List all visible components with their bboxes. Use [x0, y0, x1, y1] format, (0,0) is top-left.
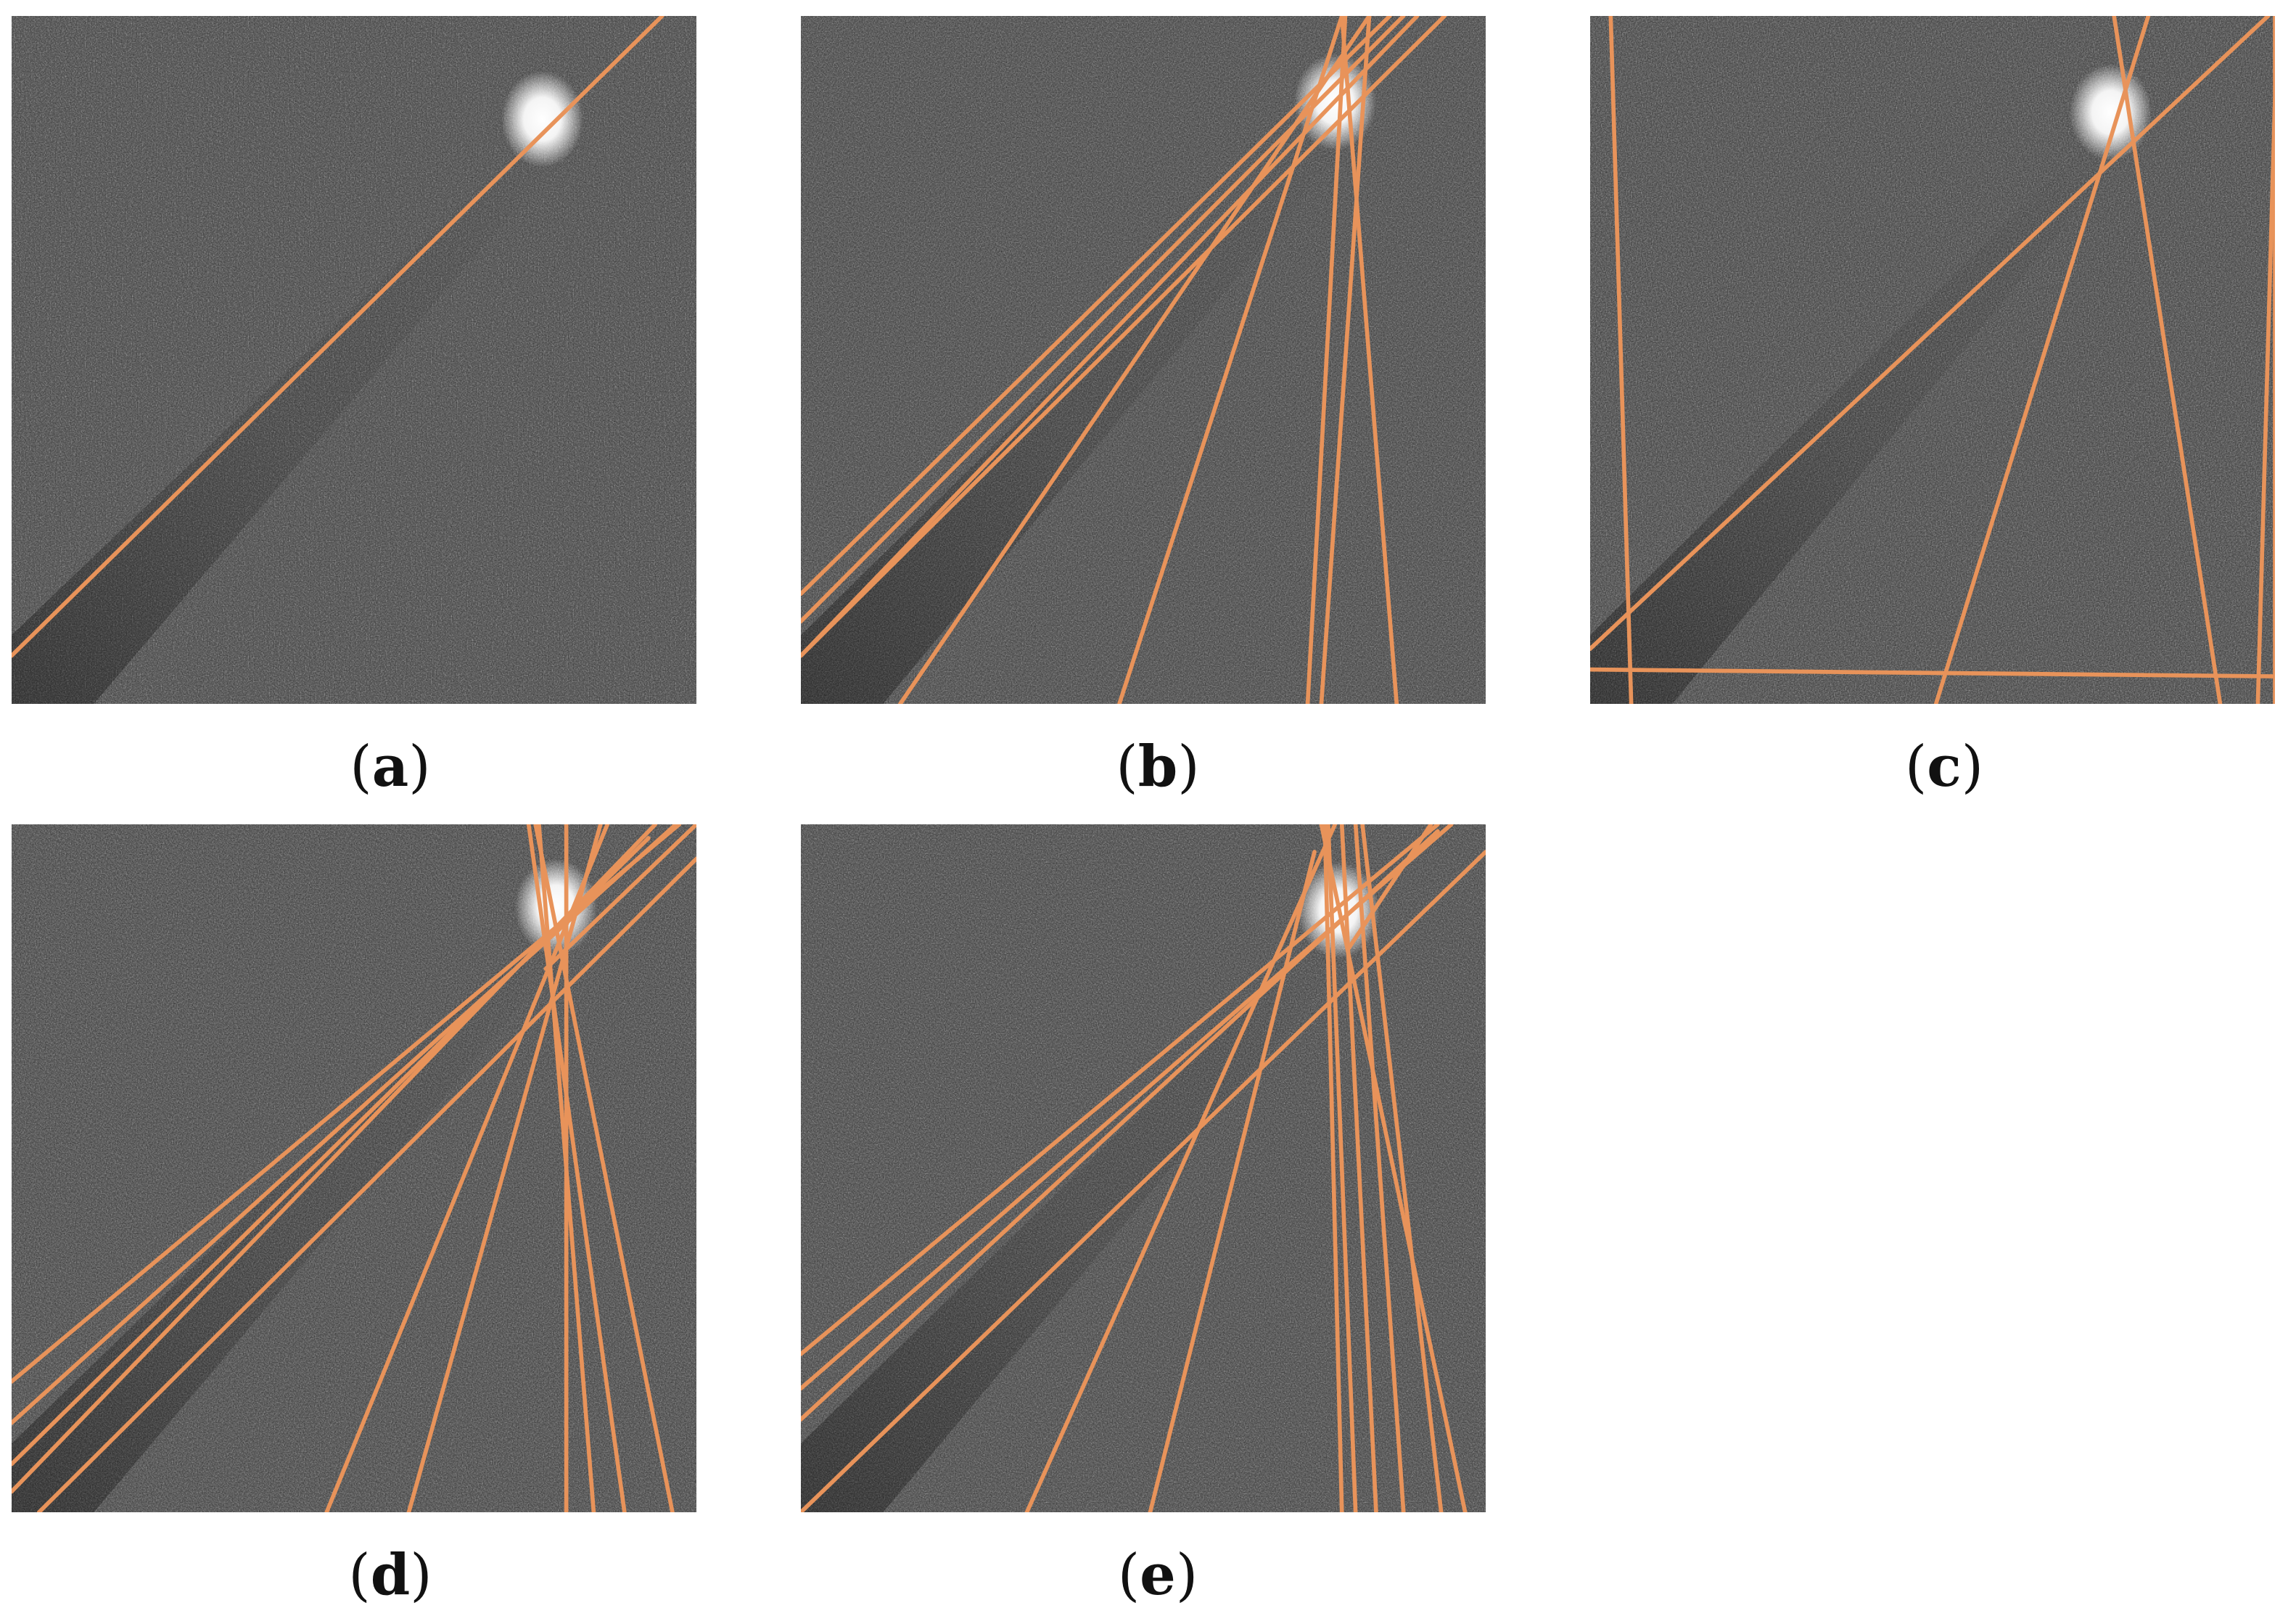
detected-line-7 [2255, 96, 2275, 704]
detected-line-2 [801, 16, 1420, 658]
panel-d-canvas [12, 824, 696, 1512]
ship-target [2069, 64, 2152, 161]
ship-wake [12, 147, 556, 704]
detected-line-1 [12, 16, 664, 658]
detected-line-6 [1305, 16, 1348, 704]
detected-line-3 [801, 16, 1447, 658]
panel-a-canvas [12, 16, 696, 704]
caption-d: (d) [348, 1542, 432, 1608]
image-panel-e [801, 824, 1486, 1512]
detected-line-13 [801, 824, 1454, 1391]
ship-wake [12, 934, 570, 1512]
ship-wake [801, 938, 1352, 1512]
detected-line-4 [1024, 824, 1338, 1512]
detected-line-5 [1148, 850, 1317, 1512]
detected-line-11 [1319, 824, 1468, 1512]
detected-line-12 [537, 824, 596, 1512]
detected-line-3 [801, 850, 1486, 1512]
detected-line-4 [1933, 16, 2151, 704]
detected-line-5 [1117, 16, 1344, 704]
caption-a: (a) [350, 734, 431, 800]
detected-line-6 [1322, 824, 1344, 1512]
detected-line-9 [533, 824, 675, 1512]
detected-line-10 [543, 824, 696, 971]
image-panel-b [801, 16, 1486, 704]
detected-line-4 [36, 856, 696, 1512]
caption-e: (e) [1117, 1542, 1198, 1608]
detected-line-2 [1608, 16, 1634, 704]
image-panel-a [12, 16, 696, 704]
detected-line-5 [2112, 16, 2223, 704]
ship-wake [801, 129, 1349, 704]
detected-line-3 [1590, 667, 2275, 678]
detected-line-8 [1339, 16, 1399, 704]
detected-line-1 [801, 16, 1392, 596]
panel-b-canvas [801, 16, 1486, 704]
detected-line-9 [801, 16, 1406, 624]
image-panel-d [12, 824, 696, 1512]
image-panel-c [1590, 16, 2275, 704]
detected-line-1 [1590, 16, 2271, 652]
panel-e-canvas [801, 824, 1486, 1512]
caption-b: (b) [1116, 734, 1200, 800]
detected-line-12 [1346, 824, 1433, 951]
detected-line-5 [324, 824, 610, 1512]
detected-line-10 [1360, 824, 1444, 1512]
ship-target [501, 70, 584, 168]
detected-line-6 [406, 824, 603, 1512]
caption-c: (c) [1904, 734, 1984, 800]
detected-line-7 [1326, 824, 1358, 1512]
detected-line-8 [1339, 824, 1378, 1512]
detected-line-7 [1319, 16, 1372, 704]
detected-line-9 [1353, 824, 1406, 1512]
detected-line-11 [12, 836, 651, 1467]
panel-c-canvas [1590, 16, 2275, 704]
ship-wake [1590, 139, 2125, 704]
